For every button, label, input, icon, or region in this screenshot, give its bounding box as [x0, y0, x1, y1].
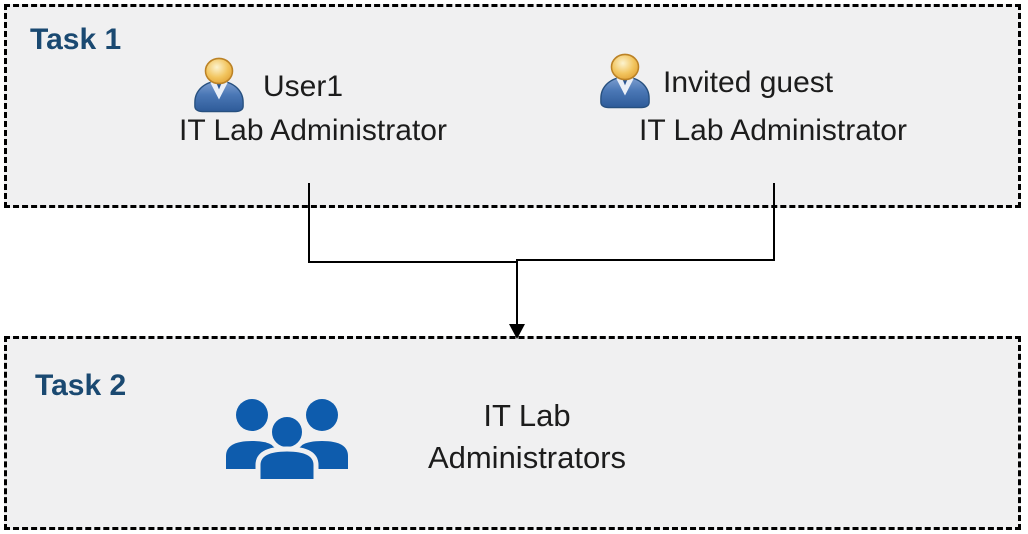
- guest-role: IT Lab Administrator: [639, 114, 907, 147]
- user1-role: IT Lab Administrator: [179, 114, 447, 147]
- task2-box: Task 2 IT Lab Administrators: [4, 336, 1021, 530]
- group-icon: [217, 391, 357, 479]
- user1-name: User1: [263, 70, 344, 103]
- task1-label: Task 1: [30, 23, 122, 56]
- guest-name: Invited guest: [663, 66, 834, 99]
- user-icon: [188, 57, 250, 113]
- user-icon: [594, 53, 656, 109]
- task2-label: Task 2: [35, 369, 127, 402]
- task1-box: Task 1 User1 IT Lab Administrator Invite…: [4, 4, 1021, 208]
- group-name: IT Lab Administrators: [427, 398, 627, 475]
